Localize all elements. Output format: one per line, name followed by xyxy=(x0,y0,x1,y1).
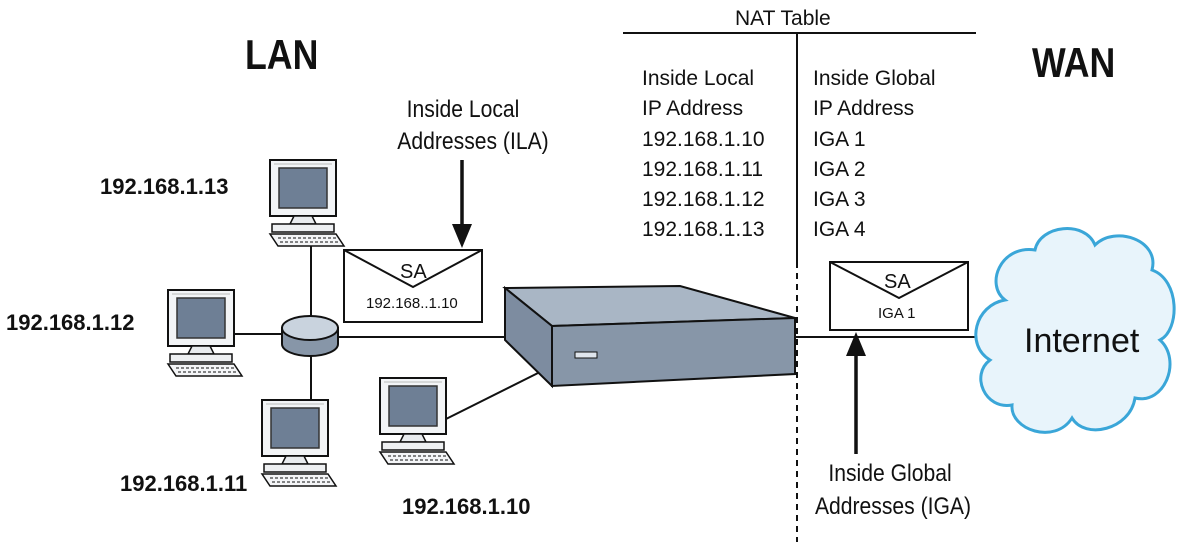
computer-icon xyxy=(269,159,345,247)
nat-header-local-2: IP Address xyxy=(642,97,744,120)
ila-callout-line2: Addresses (ILA) xyxy=(397,128,549,155)
nat-row-global: IGA 4 xyxy=(813,218,866,241)
envelope-icon xyxy=(829,261,969,331)
lan-packet-label: SA xyxy=(400,261,427,283)
wan-title: WAN xyxy=(1032,39,1116,86)
wan-packet-address: IGA 1 xyxy=(878,305,916,322)
host-ip-label: 192.168.1.13 xyxy=(100,174,229,199)
wan-packet-label: SA xyxy=(884,271,911,293)
host-ip-label: 192.168.1.12 xyxy=(6,310,135,335)
nat-row-global: IGA 2 xyxy=(813,158,866,181)
nat-row-local: 192.168.1.11 xyxy=(642,158,764,181)
arrow-icon xyxy=(452,160,472,248)
nat-row-local: 192.168.1.10 xyxy=(642,128,765,151)
cloud-icon xyxy=(974,227,1176,434)
nat-row-local: 192.168.1.12 xyxy=(642,188,765,211)
computer-icon xyxy=(167,289,243,377)
router-icon xyxy=(502,284,796,389)
iga-callout-line2: Addresses (IGA) xyxy=(814,493,972,520)
nat-row-global: IGA 3 xyxy=(813,188,866,211)
nat-table-title: NAT Table xyxy=(735,7,831,30)
ila-callout-line1: Inside Local xyxy=(406,96,520,123)
computer-icon xyxy=(379,377,455,465)
nat-header-global-1: Inside Global xyxy=(813,67,936,90)
arrow-icon xyxy=(846,332,866,454)
envelope-icon xyxy=(343,249,483,323)
nat-row-global: IGA 1 xyxy=(813,128,866,151)
nat-row-local: 192.168.1.13 xyxy=(642,218,765,241)
iga-callout-line1: Inside Global xyxy=(828,460,952,487)
hub-icon xyxy=(281,315,339,357)
nat-header-local-1: Inside Local xyxy=(642,67,755,90)
lan-title: LAN xyxy=(245,31,319,78)
internet-label: Internet xyxy=(1024,322,1140,360)
lan-packet-address: 192.168..1.10 xyxy=(366,295,458,312)
host-ip-label: 192.168.1.10 xyxy=(402,494,531,519)
computer-icon xyxy=(261,399,337,487)
nat-header-global-2: IP Address xyxy=(813,97,915,120)
host-ip-label: 192.168.1.11 xyxy=(120,471,248,496)
